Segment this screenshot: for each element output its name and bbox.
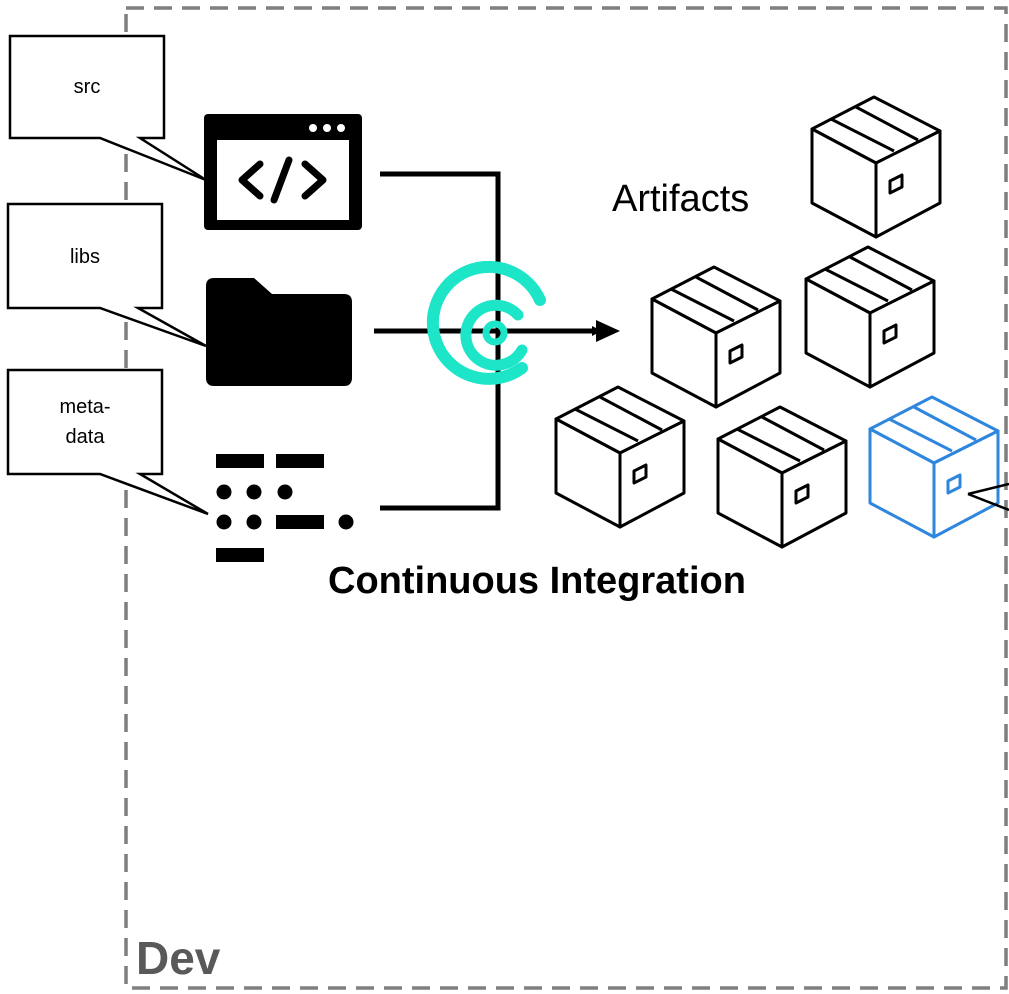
highlight-callout-pointer-edge [967,492,1009,512]
src-label: src [73,76,101,98]
metadata-label-line-1: meta- [59,396,111,418]
package-box-icon [554,385,686,529]
metadata-callout [6,368,209,516]
package-box-icon [650,265,782,409]
dev-boundary-label: Dev [136,932,221,984]
package-box-icon [868,395,1000,539]
flow-arrowhead [596,320,620,342]
package-box-icon [716,405,848,549]
artifact-boxes [554,95,1009,549]
artifacts-label: Artifacts [612,178,750,220]
code-window-icon [204,114,362,230]
highlight-callout-pointer [967,482,1009,496]
metadata-dots-icon [216,454,354,562]
libs-label: libs [69,246,100,268]
package-box-icon [804,245,936,389]
metadata-label-line-2: data [65,426,105,448]
folder-icon [206,278,352,386]
dev-boundary [124,6,1008,990]
ci-label: Continuous Integration [328,560,746,602]
libs-callout [6,202,207,348]
src-callout [8,34,207,182]
metadata-label: meta- data [8,392,162,452]
package-box-icon [810,95,942,239]
ci-logo-icon [426,260,546,385]
